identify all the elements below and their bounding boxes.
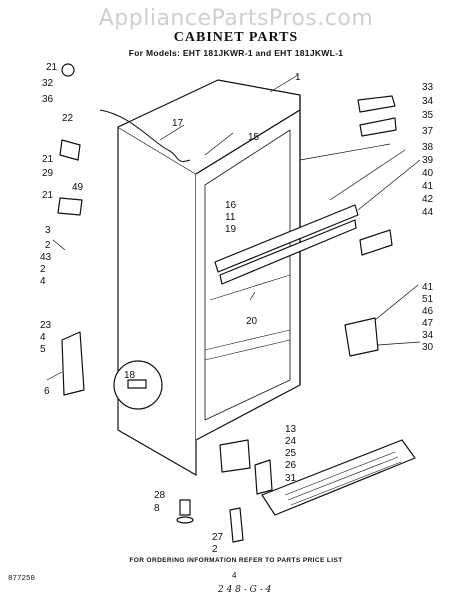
leveling-leg — [179, 499, 191, 516]
handwritten-note: 2 4 8 - G - 4 — [218, 585, 272, 595]
cabinet-front-edge — [117, 126, 197, 476]
callout-36: 36 — [42, 94, 54, 105]
compressor-cover — [61, 331, 85, 396]
top-hinge — [357, 95, 396, 113]
callout-19: 19 — [225, 224, 237, 235]
callout-16: 16 — [225, 200, 237, 211]
ordering-footer: FOR ORDERING INFORMATION REFER TO PARTS … — [129, 557, 343, 564]
hinge-cover — [254, 459, 273, 495]
callout-8: 8 — [154, 503, 160, 514]
callout-6: 6 — [44, 386, 50, 397]
callout-40: 40 — [422, 168, 434, 179]
callout-23: 23 — [40, 320, 52, 331]
bracket — [229, 507, 244, 543]
callout-34-top: 34 — [422, 96, 434, 107]
callout-49: 49 — [72, 182, 84, 193]
callout-41-top: 41 — [422, 181, 434, 192]
callout-43: 43 — [40, 252, 52, 263]
callout-32: 32 — [42, 78, 54, 89]
callout-35: 35 — [422, 110, 434, 121]
callout-41-low: 41 — [422, 282, 434, 293]
callout-21-mid: 21 — [42, 154, 54, 165]
callout-51: 51 — [422, 294, 434, 305]
callout-21-low: 21 — [42, 190, 54, 201]
page-number: 4 — [232, 571, 237, 580]
callout-30: 30 — [422, 342, 434, 353]
callout-17: 17 — [172, 118, 184, 129]
callout-4-a: 4 — [40, 276, 46, 287]
wiring-harness — [99, 109, 191, 162]
callout-28: 28 — [154, 490, 166, 501]
callout-22: 22 — [62, 113, 74, 124]
callout-18: 18 — [124, 370, 136, 381]
callout-20: 20 — [246, 316, 258, 327]
callout-37: 37 — [422, 126, 434, 137]
thermostat-control — [59, 139, 81, 161]
callout-44: 44 — [422, 207, 434, 218]
callout-31: 31 — [285, 473, 297, 484]
callout-27: 27 — [212, 532, 224, 543]
bottom-brace — [219, 439, 251, 473]
callout-5: 5 — [40, 344, 46, 355]
callout-39: 39 — [422, 155, 434, 166]
watermark: AppliancePartsPros.com — [98, 6, 374, 31]
callout-13: 13 — [285, 424, 297, 435]
callout-3: 3 — [45, 225, 51, 236]
callout-26: 26 — [285, 460, 297, 471]
callout-2-a: 2 — [45, 240, 51, 251]
callout-38: 38 — [422, 142, 434, 153]
diagram-subtitle: For Models: EHT 181JKWR-1 and EHT 181JKW… — [128, 48, 344, 58]
callout-1: 1 — [295, 72, 301, 83]
callout-46: 46 — [422, 306, 434, 317]
callout-21-top: 21 — [46, 62, 58, 73]
callout-15: 15 — [248, 132, 260, 143]
thermostat-knob — [61, 63, 75, 77]
document-id: 877250 — [8, 575, 36, 583]
cabinet-inner-liner — [204, 129, 291, 421]
callout-33: 33 — [422, 82, 434, 93]
callout-4-b: 4 — [40, 332, 46, 343]
kick-grille — [261, 439, 416, 516]
lower-hinge — [344, 317, 379, 357]
callout-25: 25 — [285, 448, 297, 459]
callout-34-low: 34 — [422, 330, 434, 341]
callout-29: 29 — [42, 168, 54, 179]
callout-2-b: 2 — [40, 264, 46, 275]
diagram-title: CABINET PARTS — [173, 30, 299, 45]
cold-control-housing — [57, 197, 83, 216]
callout-47: 47 — [422, 318, 434, 329]
callout-2-c: 2 — [212, 544, 218, 555]
center-hinge — [359, 229, 393, 256]
callout-24: 24 — [285, 436, 297, 447]
callout-11: 11 — [225, 212, 236, 223]
crossbar-rail — [214, 204, 359, 273]
callout-42: 42 — [422, 194, 434, 205]
